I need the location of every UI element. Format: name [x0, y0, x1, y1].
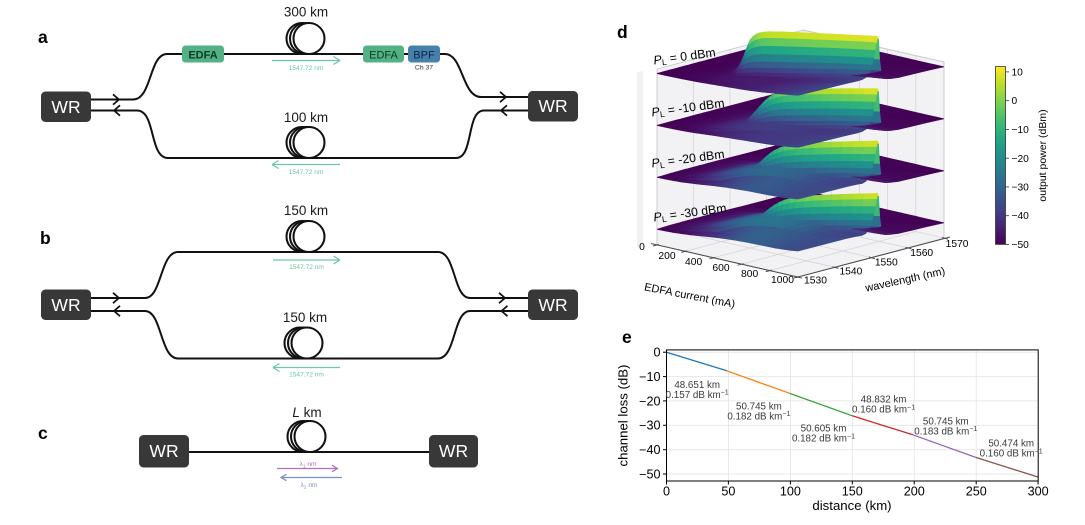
- svg-text:−30: −30: [639, 419, 660, 433]
- svg-text:50.605 km: 50.605 km: [801, 424, 847, 435]
- svg-text:48.832 km: 48.832 km: [861, 395, 907, 406]
- svg-text:−20: −20: [639, 394, 660, 408]
- svg-text:1560: 1560: [910, 248, 933, 259]
- svg-text:50: 50: [721, 485, 735, 499]
- svg-text:−40: −40: [639, 443, 660, 457]
- svg-text:b: b: [40, 228, 51, 248]
- svg-text:−50: −50: [1012, 240, 1030, 251]
- svg-text:distance (km): distance (km): [812, 498, 891, 513]
- svg-text:0.183 dB km−1: 0.183 dB km−1: [914, 425, 977, 437]
- svg-text:0.160 dB km−1: 0.160 dB km−1: [980, 448, 1043, 460]
- svg-text:1547.72 nm: 1547.72 nm: [289, 264, 324, 271]
- svg-text:48.651 km: 48.651 km: [674, 380, 720, 391]
- svg-text:100: 100: [780, 485, 801, 499]
- svg-text:WR: WR: [538, 96, 567, 116]
- svg-text:0: 0: [1012, 96, 1018, 107]
- svg-text:a: a: [38, 27, 48, 47]
- svg-text:WR: WR: [51, 295, 80, 315]
- svg-text:0: 0: [653, 346, 660, 360]
- svg-text:50.745 km: 50.745 km: [923, 416, 969, 427]
- svg-text:800: 800: [741, 269, 758, 280]
- svg-text:0.182 dB km−1: 0.182 dB km−1: [792, 433, 855, 445]
- svg-text:e: e: [622, 327, 632, 347]
- svg-text:λ1 nm: λ1 nm: [300, 461, 317, 470]
- svg-text:200: 200: [904, 485, 925, 499]
- svg-text:WR: WR: [51, 97, 80, 117]
- svg-text:1547.72 nm: 1547.72 nm: [289, 169, 324, 176]
- svg-text:0.160 dB km−1: 0.160 dB km−1: [852, 403, 915, 415]
- svg-text:L km: L km: [292, 405, 321, 420]
- svg-text:50.745 km: 50.745 km: [736, 401, 782, 412]
- svg-text:300 km: 300 km: [284, 5, 328, 20]
- svg-text:1570: 1570: [946, 239, 969, 250]
- svg-text:1550: 1550: [875, 257, 898, 268]
- svg-text:1540: 1540: [839, 266, 862, 277]
- svg-text:WR: WR: [149, 441, 178, 461]
- svg-text:150 km: 150 km: [283, 310, 327, 325]
- svg-text:Ch 37: Ch 37: [415, 65, 433, 72]
- svg-text:d: d: [617, 22, 628, 42]
- svg-text:10: 10: [1012, 68, 1024, 79]
- svg-text:600: 600: [712, 263, 729, 274]
- svg-text:1530: 1530: [804, 276, 827, 287]
- svg-text:0.157 dB km−1: 0.157 dB km−1: [666, 389, 729, 401]
- svg-text:0: 0: [639, 242, 645, 253]
- svg-text:WR: WR: [538, 295, 567, 315]
- svg-text:0.182 dB km−1: 0.182 dB km−1: [727, 410, 790, 422]
- svg-text:WR: WR: [439, 441, 468, 461]
- svg-text:400: 400: [685, 257, 702, 268]
- svg-text:200: 200: [658, 251, 675, 262]
- svg-text:1547.72 nm: 1547.72 nm: [289, 65, 324, 72]
- svg-text:0: 0: [663, 485, 670, 499]
- svg-text:1000: 1000: [771, 275, 794, 286]
- svg-text:channel loss (dB): channel loss (dB): [616, 365, 631, 467]
- svg-text:c: c: [38, 423, 48, 443]
- svg-text:−50: −50: [639, 467, 660, 481]
- svg-text:1547.72 nm: 1547.72 nm: [289, 372, 324, 379]
- svg-text:−20: −20: [1012, 154, 1030, 165]
- svg-text:λ2 nm: λ2 nm: [301, 482, 318, 491]
- svg-text:−40: −40: [1012, 211, 1030, 222]
- svg-text:BPF: BPF: [413, 49, 435, 61]
- svg-text:150: 150: [842, 485, 863, 499]
- svg-text:−10: −10: [639, 370, 660, 384]
- svg-text:300: 300: [1028, 485, 1049, 499]
- svg-text:output power (dBm): output power (dBm): [1037, 109, 1049, 201]
- svg-text:100 km: 100 km: [284, 110, 328, 125]
- svg-text:PL = 0 dBm: PL = 0 dBm: [653, 45, 717, 68]
- svg-text:−10: −10: [1012, 125, 1030, 136]
- svg-text:−30: −30: [1012, 183, 1030, 194]
- svg-text:150 km: 150 km: [284, 203, 328, 218]
- svg-text:EDFA: EDFA: [188, 49, 217, 61]
- svg-text:50.474 km: 50.474 km: [988, 439, 1034, 450]
- svg-text:250: 250: [966, 485, 987, 499]
- svg-text:EDFA: EDFA: [369, 49, 398, 61]
